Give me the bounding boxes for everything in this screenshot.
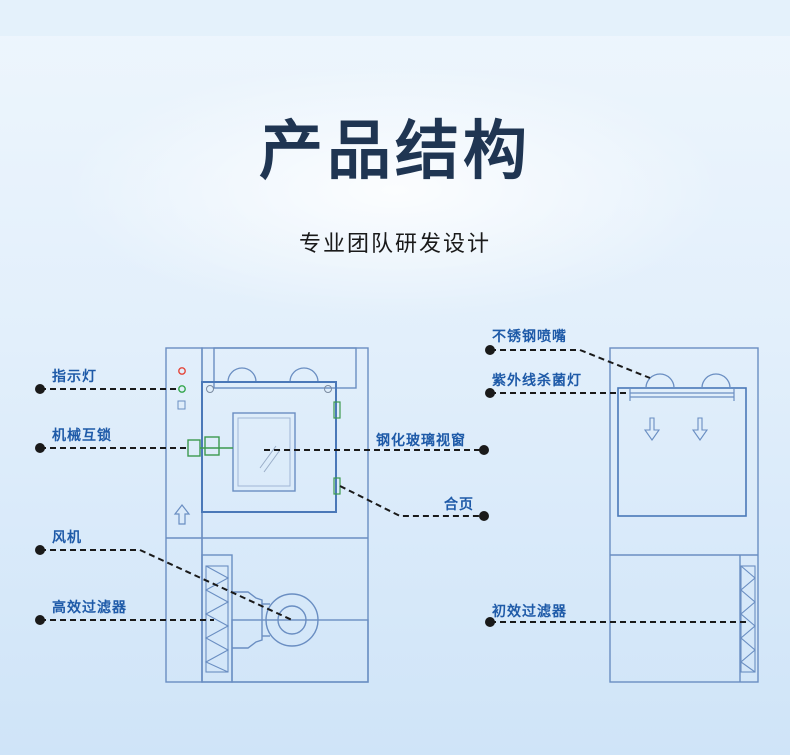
control-column [165, 347, 203, 683]
switch-icon [177, 400, 186, 410]
lamp-dome [645, 373, 675, 389]
door-frame [201, 381, 337, 513]
right-chamber [617, 387, 747, 517]
screw [324, 385, 332, 393]
right-unit [609, 347, 759, 683]
leader-hinge [339, 485, 484, 517]
page-subtitle: 专业团队研发设计 [298, 232, 491, 257]
indicator-green [178, 385, 186, 393]
right-top-lamps [645, 373, 731, 389]
fan-housing [265, 593, 319, 647]
lamp-dome [227, 367, 257, 383]
label-nozzle: 不锈钢喷嘴 [492, 329, 567, 345]
indicator-red [178, 367, 186, 375]
airflow-down-arrow-icon [643, 417, 661, 441]
lamp-dome [289, 367, 319, 383]
glass-window [232, 412, 296, 492]
pre-filter [740, 565, 756, 673]
glass-glare [263, 449, 281, 473]
label-mechanical-interlock: 机械互锁 [52, 428, 112, 444]
label-hinge: 合页 [444, 497, 474, 513]
chamber-top [213, 347, 357, 389]
leader-lines [40, 349, 746, 623]
fan-hub [277, 605, 307, 635]
label-hepa-filter: 高效过滤器 [52, 600, 127, 616]
glass-window-inner [237, 417, 291, 487]
hepa-filter [204, 565, 230, 673]
label-indicator-light: 指示灯 [52, 369, 97, 385]
top-band [0, 0, 790, 36]
right-cabinet-body [609, 347, 759, 683]
fan [232, 591, 319, 649]
label-uv-lamp: 紫外线杀菌灯 [492, 373, 582, 389]
page-title: 产品结构 [259, 115, 531, 189]
label-fan: 风机 [52, 530, 82, 546]
fan-box [231, 619, 369, 683]
glass-glare [259, 445, 277, 469]
interlock-latch [204, 436, 220, 456]
fan-duct [232, 591, 263, 649]
leader-dots [35, 345, 495, 627]
filter-housing [201, 554, 233, 683]
left-top-lamps [227, 367, 319, 383]
airflow-down-arrow-icon [691, 417, 709, 441]
uv-lamp [629, 389, 735, 401]
hinge-upper [333, 401, 341, 419]
leader-nozzle [490, 349, 651, 379]
background-glow [60, 60, 730, 320]
airflow-up-arrow-icon [173, 504, 191, 525]
interlock-block [187, 439, 201, 457]
leader-fan [40, 549, 293, 621]
left-door [187, 381, 341, 513]
left-unit [165, 347, 369, 683]
screw [206, 385, 214, 393]
lamp-dome [701, 373, 731, 389]
label-pre-filter: 初效过滤器 [492, 604, 567, 620]
label-glass-window: 钢化玻璃视窗 [376, 433, 466, 449]
